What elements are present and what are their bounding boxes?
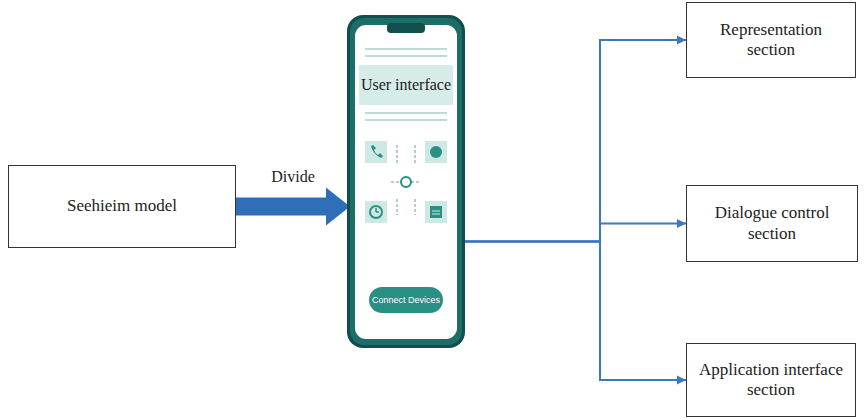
node-label: Representation section xyxy=(697,20,845,61)
connector xyxy=(465,241,686,384)
connect-button: Connect Devices xyxy=(369,287,443,313)
phone-illustration: User interfaceConnect Devices xyxy=(347,15,465,348)
node-label: Application interface section xyxy=(697,360,845,401)
section-box: Application interface section xyxy=(686,343,856,417)
connector xyxy=(465,36,686,242)
section-box: Dialogue control section xyxy=(686,185,858,262)
section-box: Representation section xyxy=(686,2,856,78)
node-label: Connect Devices xyxy=(372,295,440,305)
model-box: Seehieim model xyxy=(8,165,236,248)
edge-label: Divide xyxy=(269,168,317,186)
node-label: Seehieim model xyxy=(67,196,177,216)
connector xyxy=(465,219,686,241)
node-label: Dialogue control section xyxy=(697,203,847,244)
connector xyxy=(236,188,350,226)
screen-title: User interface xyxy=(355,65,457,105)
